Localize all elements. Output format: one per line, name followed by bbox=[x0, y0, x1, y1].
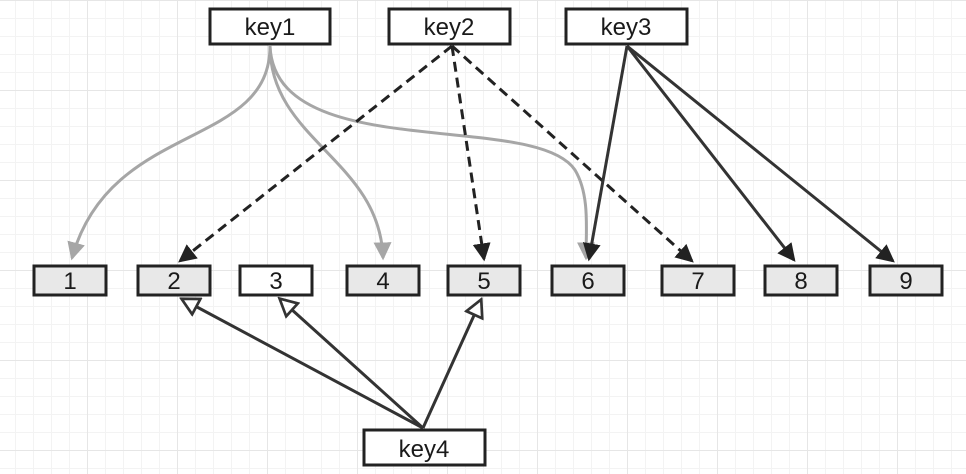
edge-key4-to-3 bbox=[280, 299, 425, 430]
edges-key2 bbox=[178, 44, 694, 263]
key-node-key4: key4 bbox=[362, 428, 487, 467]
edge-key4-to-2 bbox=[182, 299, 424, 430]
edge-key1-to-4 bbox=[268, 45, 392, 261]
key-label-key3: key3 bbox=[601, 14, 652, 41]
value-node-6: 6 bbox=[550, 264, 626, 297]
edge-key2-to-5 bbox=[450, 45, 491, 262]
edge-key3-to-9 bbox=[626, 44, 895, 263]
value-label-9: 9 bbox=[899, 268, 912, 295]
value-node-5: 5 bbox=[446, 264, 522, 297]
edge-key3-to-8 bbox=[625, 45, 796, 262]
value-label-1: 1 bbox=[63, 268, 76, 295]
value-node-8: 8 bbox=[763, 264, 839, 297]
edge-key3-to-6 bbox=[582, 45, 629, 262]
key-label-key4: key4 bbox=[399, 436, 450, 463]
edge-key4-to-5 bbox=[421, 300, 481, 429]
edge-key2-to-2 bbox=[178, 44, 453, 263]
key-label-key1: key1 bbox=[245, 14, 296, 41]
value-node-9: 9 bbox=[868, 264, 944, 297]
edge-key2-to-7 bbox=[450, 44, 694, 263]
key-node-key1: key1 bbox=[208, 7, 332, 46]
edges-key3 bbox=[582, 44, 895, 263]
edge-key1-to-1 bbox=[67, 45, 272, 261]
value-node-4: 4 bbox=[345, 264, 421, 297]
value-label-4: 4 bbox=[376, 268, 389, 295]
edges-key1 bbox=[67, 45, 596, 261]
value-label-2: 2 bbox=[167, 268, 180, 295]
key-label-key2: key2 bbox=[424, 14, 475, 41]
value-node-7: 7 bbox=[660, 264, 736, 297]
value-label-3: 3 bbox=[269, 268, 282, 295]
key-node-key2: key2 bbox=[387, 7, 512, 46]
key-node-key3: key3 bbox=[564, 7, 689, 46]
value-node-1: 1 bbox=[32, 264, 108, 297]
edges-key4 bbox=[182, 299, 481, 430]
value-node-2: 2 bbox=[136, 264, 212, 297]
value-label-6: 6 bbox=[581, 268, 594, 295]
edge-key1-to-6 bbox=[268, 45, 596, 261]
value-node-3: 3 bbox=[238, 264, 314, 297]
value-label-5: 5 bbox=[477, 268, 490, 295]
value-label-8: 8 bbox=[794, 268, 807, 295]
value-label-7: 7 bbox=[691, 268, 704, 295]
